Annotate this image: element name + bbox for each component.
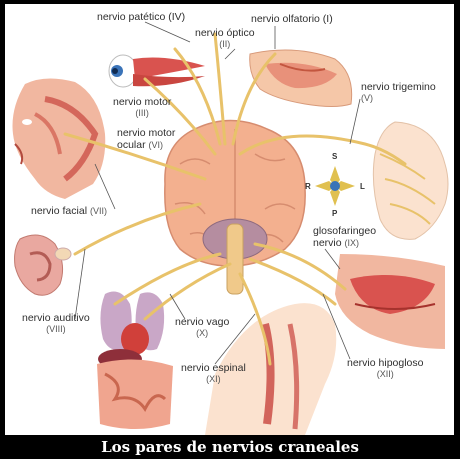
label-text: nervio vago [175, 316, 230, 328]
diagram-canvas: nervio patético (IV) nervio óptico (II) … [5, 4, 454, 435]
label-nervio-espinal: nervio espinal (XI) [181, 362, 246, 384]
label-text: nervio trigemino [361, 81, 436, 93]
label-nervio-optico: nervio óptico (II) [195, 27, 255, 49]
label-number: (II) [219, 39, 231, 49]
label-nervio-olfatorio: nervio olfatorio (I) [251, 13, 333, 25]
label-text: nervio motor [117, 127, 176, 139]
label-nervio-vago: nervio vago (X) [175, 316, 229, 338]
thorax-organs-illustration [97, 291, 173, 429]
label-number: (IX) [344, 238, 360, 248]
label-text: nervio olfatorio [251, 13, 320, 25]
label-number: (V) [361, 93, 373, 103]
compass-letter-right: L [360, 182, 365, 191]
mouth-tongue-illustration [335, 254, 445, 349]
label-text-line2: ocular [117, 139, 146, 151]
label-text: nervio espinal [181, 362, 246, 374]
label-number: (VI) [148, 140, 164, 150]
label-text: nervio patético [97, 11, 166, 23]
compass-letter-left: R [305, 182, 311, 191]
label-nervio-patetico: nervio patético (IV) [97, 11, 185, 23]
label-nervio-hipogloso: nervio hipogloso (XII) [347, 357, 423, 379]
label-number: (IV) [168, 11, 186, 23]
label-nervio-auditivo: nervio auditivo (VIII) [22, 312, 90, 334]
label-text: glosofaringeo [313, 225, 377, 237]
neck-illustration [205, 303, 337, 435]
label-text: nervio facial [31, 205, 88, 217]
label-leader-lines [74, 21, 361, 365]
label-text: nervio hipogloso [347, 357, 424, 369]
face-left-illustration [12, 78, 106, 199]
face-right-illustration [372, 121, 449, 240]
nerve-fibers [63, 32, 407, 366]
cranial-nerves-illustration [12, 21, 449, 435]
label-number: (X) [196, 328, 209, 338]
label-text: nervio auditivo [22, 312, 90, 324]
label-nervio-facial: nervio facial (VII) [31, 205, 107, 217]
brain-illustration [164, 119, 306, 295]
label-nervio-motor-ocular: nervio motor ocular (VI) [117, 127, 175, 151]
nasal-cavity-illustration [249, 49, 353, 107]
label-number: (I) [322, 13, 333, 25]
compass-letter-bottom: P [332, 209, 338, 218]
caption: Los pares de nervios craneales [101, 438, 359, 456]
orientation-compass [315, 166, 355, 206]
label-number: (III) [135, 108, 149, 118]
label-number: (XII) [376, 369, 394, 379]
label-text: nervio motor [113, 96, 172, 108]
label-text: nervio óptico [195, 27, 255, 39]
label-number: (VII) [89, 206, 107, 216]
label-number: (VIII) [46, 324, 66, 334]
label-nervio-glosofaringeo: glosofaringeo nervio (IX) [313, 225, 376, 249]
label-nervio-motor: nervio motor (III) [113, 96, 171, 118]
label-text-line2: nervio [313, 237, 342, 249]
label-nervio-trigemino: nervio trigemino (V) [361, 81, 436, 103]
label-number: (XI) [206, 374, 221, 384]
compass-letter-top: S [332, 152, 338, 161]
ear-illustration [14, 234, 72, 296]
